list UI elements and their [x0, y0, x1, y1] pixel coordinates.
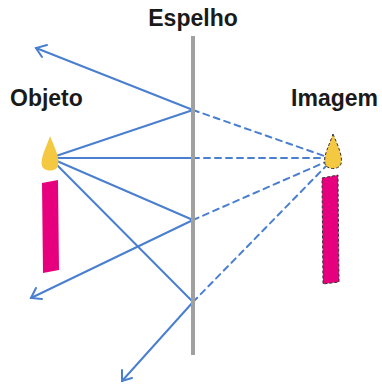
image-label: Imagem [291, 86, 378, 111]
mirror-label: Espelho [148, 6, 237, 31]
object-label: Objeto [10, 86, 83, 111]
